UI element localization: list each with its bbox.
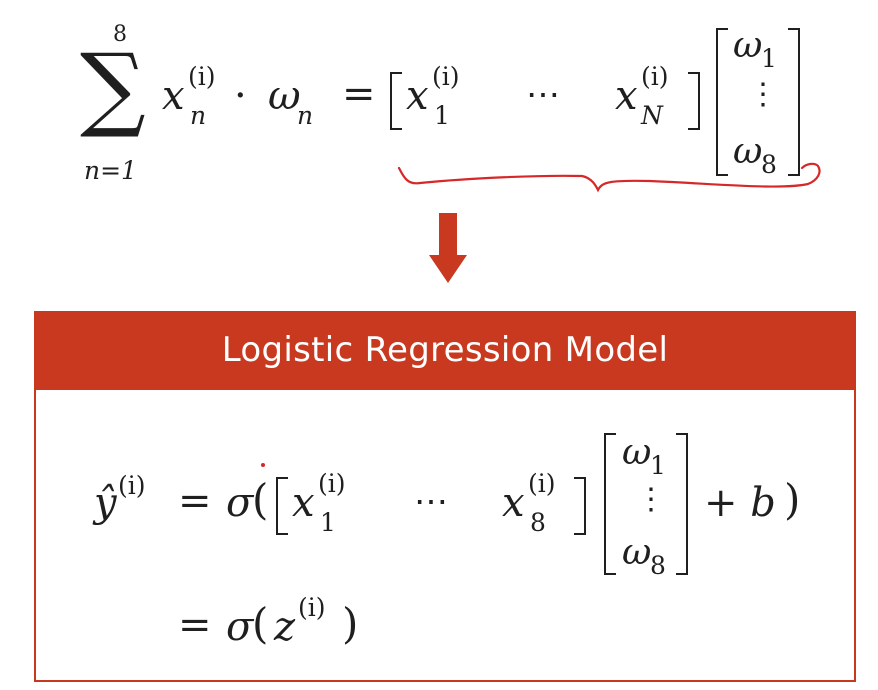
y-hat-variable: ŷ bbox=[94, 480, 117, 526]
model-x8-subscript: 8 bbox=[530, 508, 546, 537]
model-omega8-subscript: 8 bbox=[650, 551, 666, 580]
y-hat-superscript: (i) bbox=[118, 471, 146, 500]
x1-subscript: 1 bbox=[434, 101, 450, 130]
z-superscript: (i) bbox=[298, 593, 326, 622]
model-column-right-bracket bbox=[676, 433, 688, 575]
column-vector-right-bracket bbox=[788, 28, 800, 176]
dot-operator: · bbox=[234, 73, 247, 119]
x-subscript-n: n bbox=[190, 101, 207, 130]
xN-subscript: N bbox=[641, 101, 663, 130]
sum-upper-limit: 8 bbox=[113, 22, 127, 47]
column-vector-left-bracket bbox=[716, 28, 728, 176]
model-omega1-subscript: 1 bbox=[650, 451, 666, 480]
model-x1-subscript: 1 bbox=[320, 508, 336, 537]
model-omega8-variable: ω bbox=[622, 532, 652, 573]
row-vector-right-bracket bbox=[688, 72, 700, 130]
sigma-1: σ bbox=[226, 480, 254, 526]
omega8-variable: ω bbox=[733, 131, 763, 172]
model-row-right-bracket bbox=[574, 477, 586, 535]
model-column-vdots: ⋮ bbox=[636, 482, 666, 517]
xN-superscript: (i) bbox=[641, 62, 669, 91]
model-omega1-variable: ω bbox=[622, 432, 652, 473]
x1-superscript: (i) bbox=[432, 62, 460, 91]
model-x1-superscript: (i) bbox=[318, 469, 346, 498]
sigma-open-paren: ( bbox=[252, 475, 269, 524]
logistic-regression-model-box: Logistic Regression Model ŷ (i) = σ ( x … bbox=[34, 311, 856, 682]
model-x1-variable: x bbox=[292, 480, 315, 526]
model-x8-superscript: (i) bbox=[528, 469, 556, 498]
model-row-left-bracket bbox=[276, 477, 288, 535]
omega-variable: ω bbox=[268, 73, 301, 119]
model-equals-1: = bbox=[178, 478, 212, 524]
omega8-subscript: 8 bbox=[761, 150, 777, 179]
model-title: Logistic Regression Model bbox=[221, 330, 669, 370]
summation-symbol: ∑ bbox=[80, 34, 146, 141]
sigma-2: σ bbox=[226, 604, 254, 650]
sigma-close-paren: ) bbox=[784, 475, 801, 524]
x-variable: x bbox=[162, 73, 185, 119]
x-superscript: (i) bbox=[188, 62, 216, 91]
sigma2-open-paren: ( bbox=[252, 599, 269, 648]
top-equation: 8 ∑ n=1 x (i) n · ω n = x (i) 1 ⋯ x (i) … bbox=[0, 0, 878, 220]
omega1-variable: ω bbox=[733, 25, 763, 66]
model-row-ellipsis: ⋯ bbox=[414, 482, 448, 522]
sum-lower-limit: n=1 bbox=[84, 156, 137, 185]
omega1-subscript: 1 bbox=[761, 44, 777, 73]
plus-b-term: + b bbox=[704, 480, 776, 526]
column-vdots: ⋮ bbox=[748, 77, 778, 112]
model-header: Logistic Regression Model bbox=[36, 313, 854, 390]
equals-sign: = bbox=[342, 71, 376, 117]
red-brace-annotation bbox=[397, 162, 821, 193]
omega-subscript-n: n bbox=[297, 101, 314, 130]
x1-variable: x bbox=[406, 73, 429, 119]
down-arrow-icon bbox=[429, 213, 467, 283]
sigma2-close-paren: ) bbox=[342, 599, 359, 648]
model-x8-variable: x bbox=[502, 480, 525, 526]
row-vector-left-bracket bbox=[390, 72, 402, 130]
z-variable: z bbox=[274, 604, 296, 650]
model-equals-2: = bbox=[178, 602, 212, 648]
row-ellipsis: ⋯ bbox=[526, 75, 560, 115]
model-column-left-bracket bbox=[604, 433, 616, 575]
red-pen-mark bbox=[261, 463, 265, 467]
xN-variable: x bbox=[615, 73, 638, 119]
